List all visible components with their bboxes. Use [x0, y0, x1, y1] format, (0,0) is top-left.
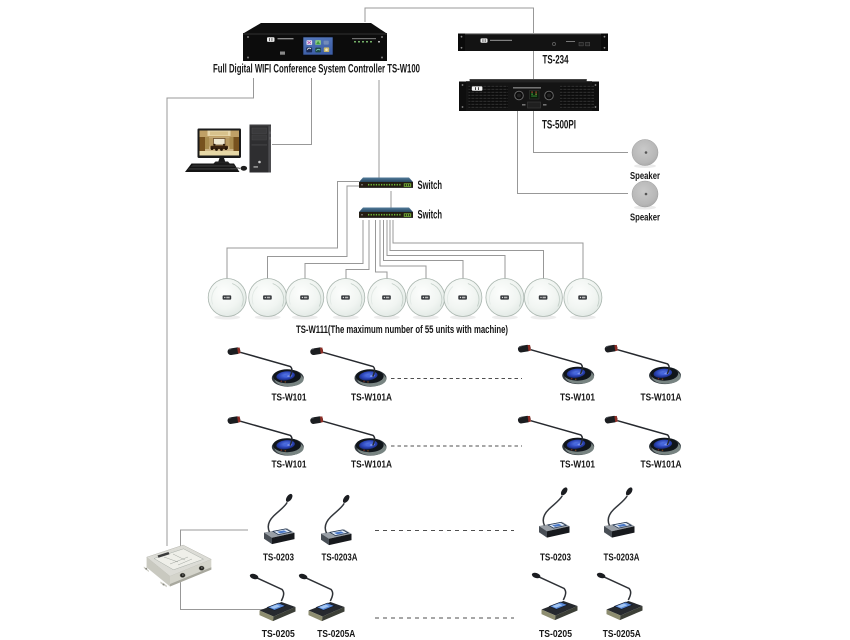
svg-text:TS-W101: TS-W101 — [560, 393, 595, 404]
svg-text:TS-W101: TS-W101 — [560, 460, 595, 471]
svg-text:TS-W101: TS-W101 — [272, 460, 307, 471]
svg-text:Switch: Switch — [418, 210, 443, 222]
svg-text:TS-W101A: TS-W101A — [351, 460, 392, 471]
svg-text:TS-0205A: TS-0205A — [317, 629, 355, 640]
svg-text:TS-0205A: TS-0205A — [603, 629, 641, 640]
svg-text:TS-0205: TS-0205 — [539, 629, 572, 640]
svg-text:TS-W101: TS-W101 — [272, 393, 307, 404]
svg-text:Speaker: Speaker — [630, 212, 660, 224]
svg-text:TS-W101A: TS-W101A — [641, 460, 682, 471]
svg-text:TS-0203A: TS-0203A — [322, 553, 358, 564]
svg-text:TS-W111(The maximum number of: TS-W111(The maximum number of 55 units w… — [296, 324, 508, 336]
svg-text:TS-500PI: TS-500PI — [542, 120, 576, 132]
svg-text:TS-234: TS-234 — [543, 55, 569, 67]
svg-text:Switch: Switch — [418, 180, 443, 192]
svg-text:TS-0203: TS-0203 — [540, 553, 571, 564]
svg-text:TS-W101A: TS-W101A — [351, 393, 392, 404]
svg-text:TS-0205: TS-0205 — [262, 629, 295, 640]
svg-text:TS-0203A: TS-0203A — [604, 553, 640, 564]
svg-text:TS-W101A: TS-W101A — [641, 393, 682, 404]
svg-text:TS-0203: TS-0203 — [263, 553, 294, 564]
svg-text:Speaker: Speaker — [630, 170, 660, 182]
svg-text:Full Digital WIFI Conference S: Full Digital WIFI Conference System Cont… — [213, 62, 420, 76]
